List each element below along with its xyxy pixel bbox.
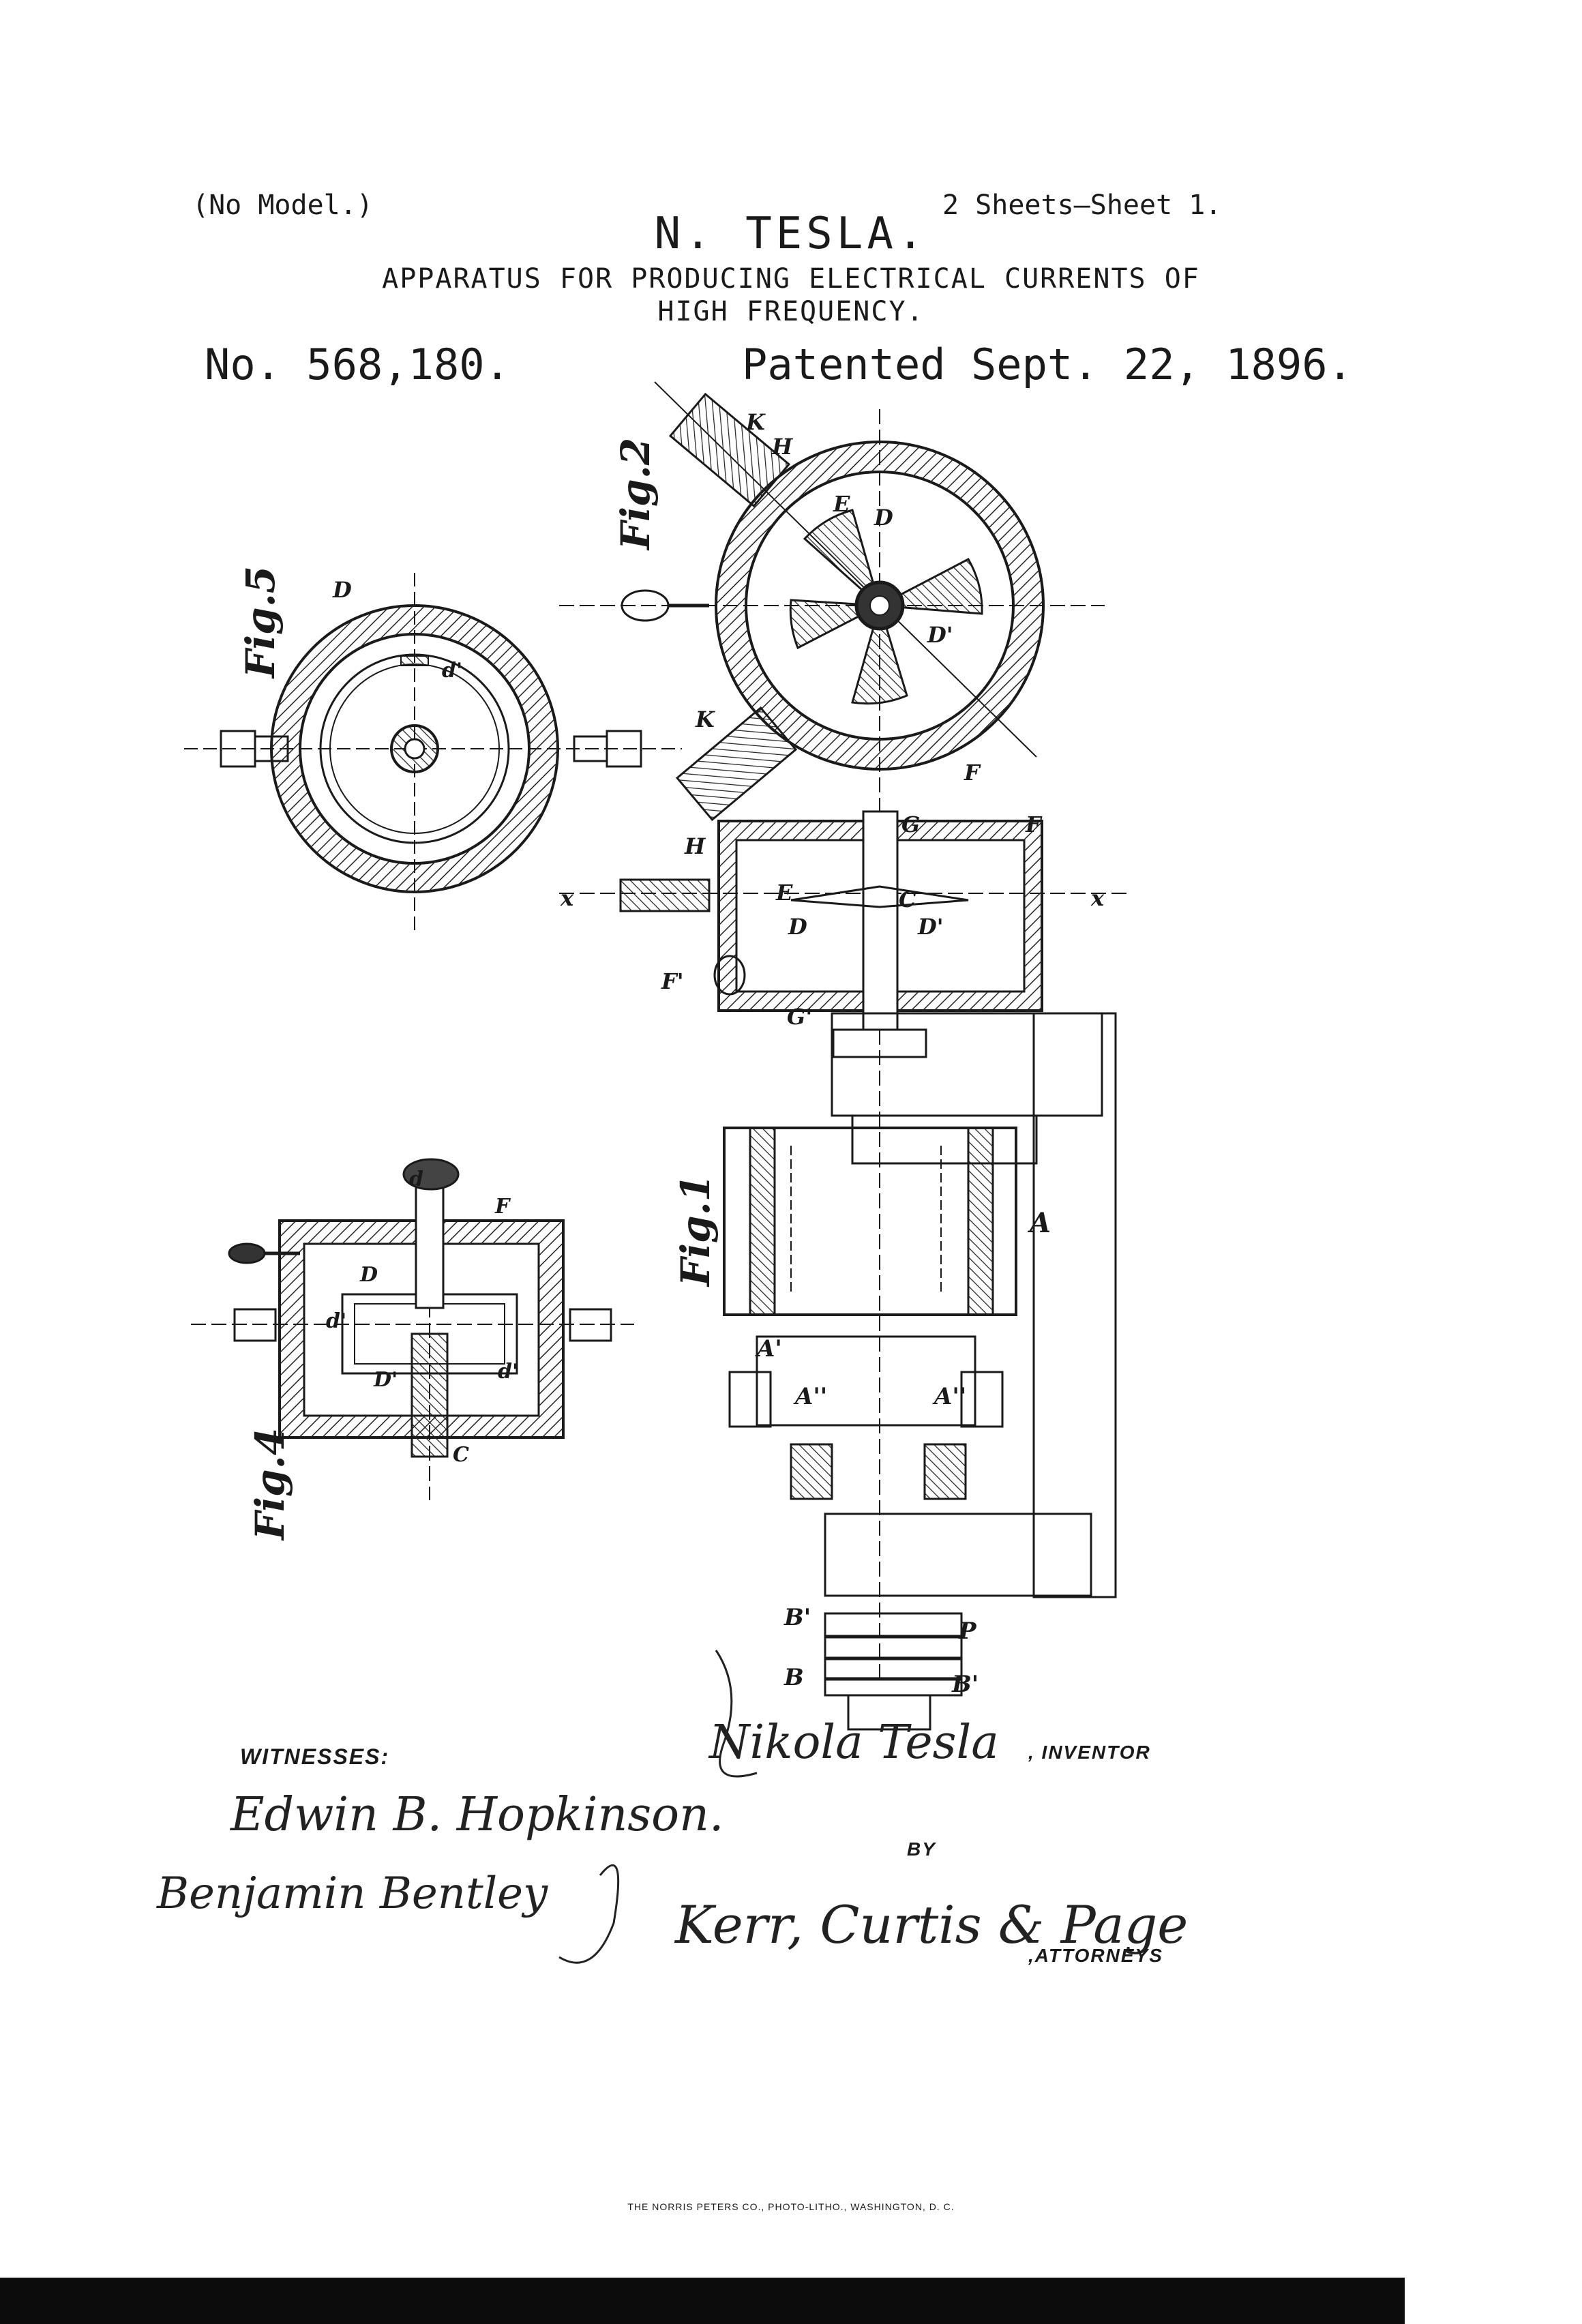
ref-A1: A' <box>757 1335 782 1362</box>
patent-date: Patented Sept. 22, 1896. <box>742 340 1353 389</box>
ref-A2b: A'' <box>934 1383 967 1410</box>
fig5-label: Fig.5 <box>237 565 284 679</box>
ref-K: K <box>746 409 765 435</box>
ref-F3: F <box>495 1195 510 1219</box>
fig1-drawing <box>559 805 1132 1731</box>
ref-D4: D <box>333 577 352 603</box>
ref-d2: d' <box>326 1309 347 1333</box>
ref-D6: D <box>360 1263 378 1287</box>
attorneys-role: ,ATTORNEYS <box>1028 1945 1163 1966</box>
ref-H1: H <box>772 434 793 460</box>
printer-credit: THE NORRIS PETERS CO., PHOTO-LITHO., WAS… <box>627 2201 955 2212</box>
fig2-label: Fig.2 <box>612 437 659 550</box>
inventor-signature: Nikola Tesla <box>709 1716 999 1770</box>
fig5-drawing <box>184 573 682 934</box>
ref-D2: D <box>874 505 893 531</box>
ref-A2: A'' <box>795 1383 828 1410</box>
ref-B: B <box>784 1664 804 1691</box>
ref-x2: x <box>1091 885 1105 911</box>
scan-edge-band <box>0 2278 1405 2324</box>
ref-K1: K <box>696 706 715 732</box>
ref-D1: D' <box>918 914 944 940</box>
witness2-signature: Benjamin Bentley <box>157 1868 548 1919</box>
inventor-role: , INVENTOR <box>1028 1742 1151 1763</box>
ref-B1: B' <box>784 1604 811 1631</box>
ref-A: A <box>1030 1207 1051 1239</box>
fig4-label: Fig.4 <box>247 1427 294 1540</box>
witnesses-label: WITNESSES: <box>240 1744 390 1769</box>
ref-H: H <box>685 833 706 859</box>
fig1-label: Fig.1 <box>672 1174 719 1287</box>
ref-B1b: B' <box>952 1671 979 1698</box>
fig4-drawing <box>191 1158 634 1500</box>
ref-d3: d' <box>498 1360 519 1384</box>
ref-C1: C <box>453 1443 469 1467</box>
patent-title-line2: HIGH FREQUENCY. <box>657 296 925 327</box>
witness1-signature: Edwin B. Hopkinson. <box>230 1788 724 1842</box>
ref-d: d <box>409 1167 423 1191</box>
ref-D: D <box>788 914 807 940</box>
by-label: BY <box>907 1838 936 1860</box>
fig2-drawing <box>559 381 1105 822</box>
ref-P: P <box>959 1618 976 1645</box>
ref-F2: F <box>964 760 980 786</box>
ref-F: F <box>1026 811 1041 837</box>
patent-title-line1: APPARATUS FOR PRODUCING ELECTRICAL CURRE… <box>382 263 1200 295</box>
ref-E: E <box>776 880 793 906</box>
ref-x1: x <box>561 885 574 911</box>
model-note: (No Model.) <box>192 190 373 221</box>
ref-D3: D' <box>927 622 953 648</box>
ref-F1: F' <box>661 968 684 994</box>
ref-E1: E <box>833 491 850 517</box>
ref-D5: D' <box>374 1368 398 1392</box>
patent-number: No. 568,180. <box>205 340 510 389</box>
attorneys-signature: Kerr, Curtis & Page <box>675 1894 1189 1955</box>
ref-C: C <box>899 887 916 912</box>
ref-G: G <box>901 811 921 837</box>
signature-flourishes <box>558 1650 758 1964</box>
sheet-count: 2 Sheets—Sheet 1. <box>942 190 1222 221</box>
inventor-name: N. TESLA. <box>654 209 928 259</box>
ref-d1: d' <box>442 659 463 683</box>
ref-G1: G' <box>787 1004 813 1030</box>
